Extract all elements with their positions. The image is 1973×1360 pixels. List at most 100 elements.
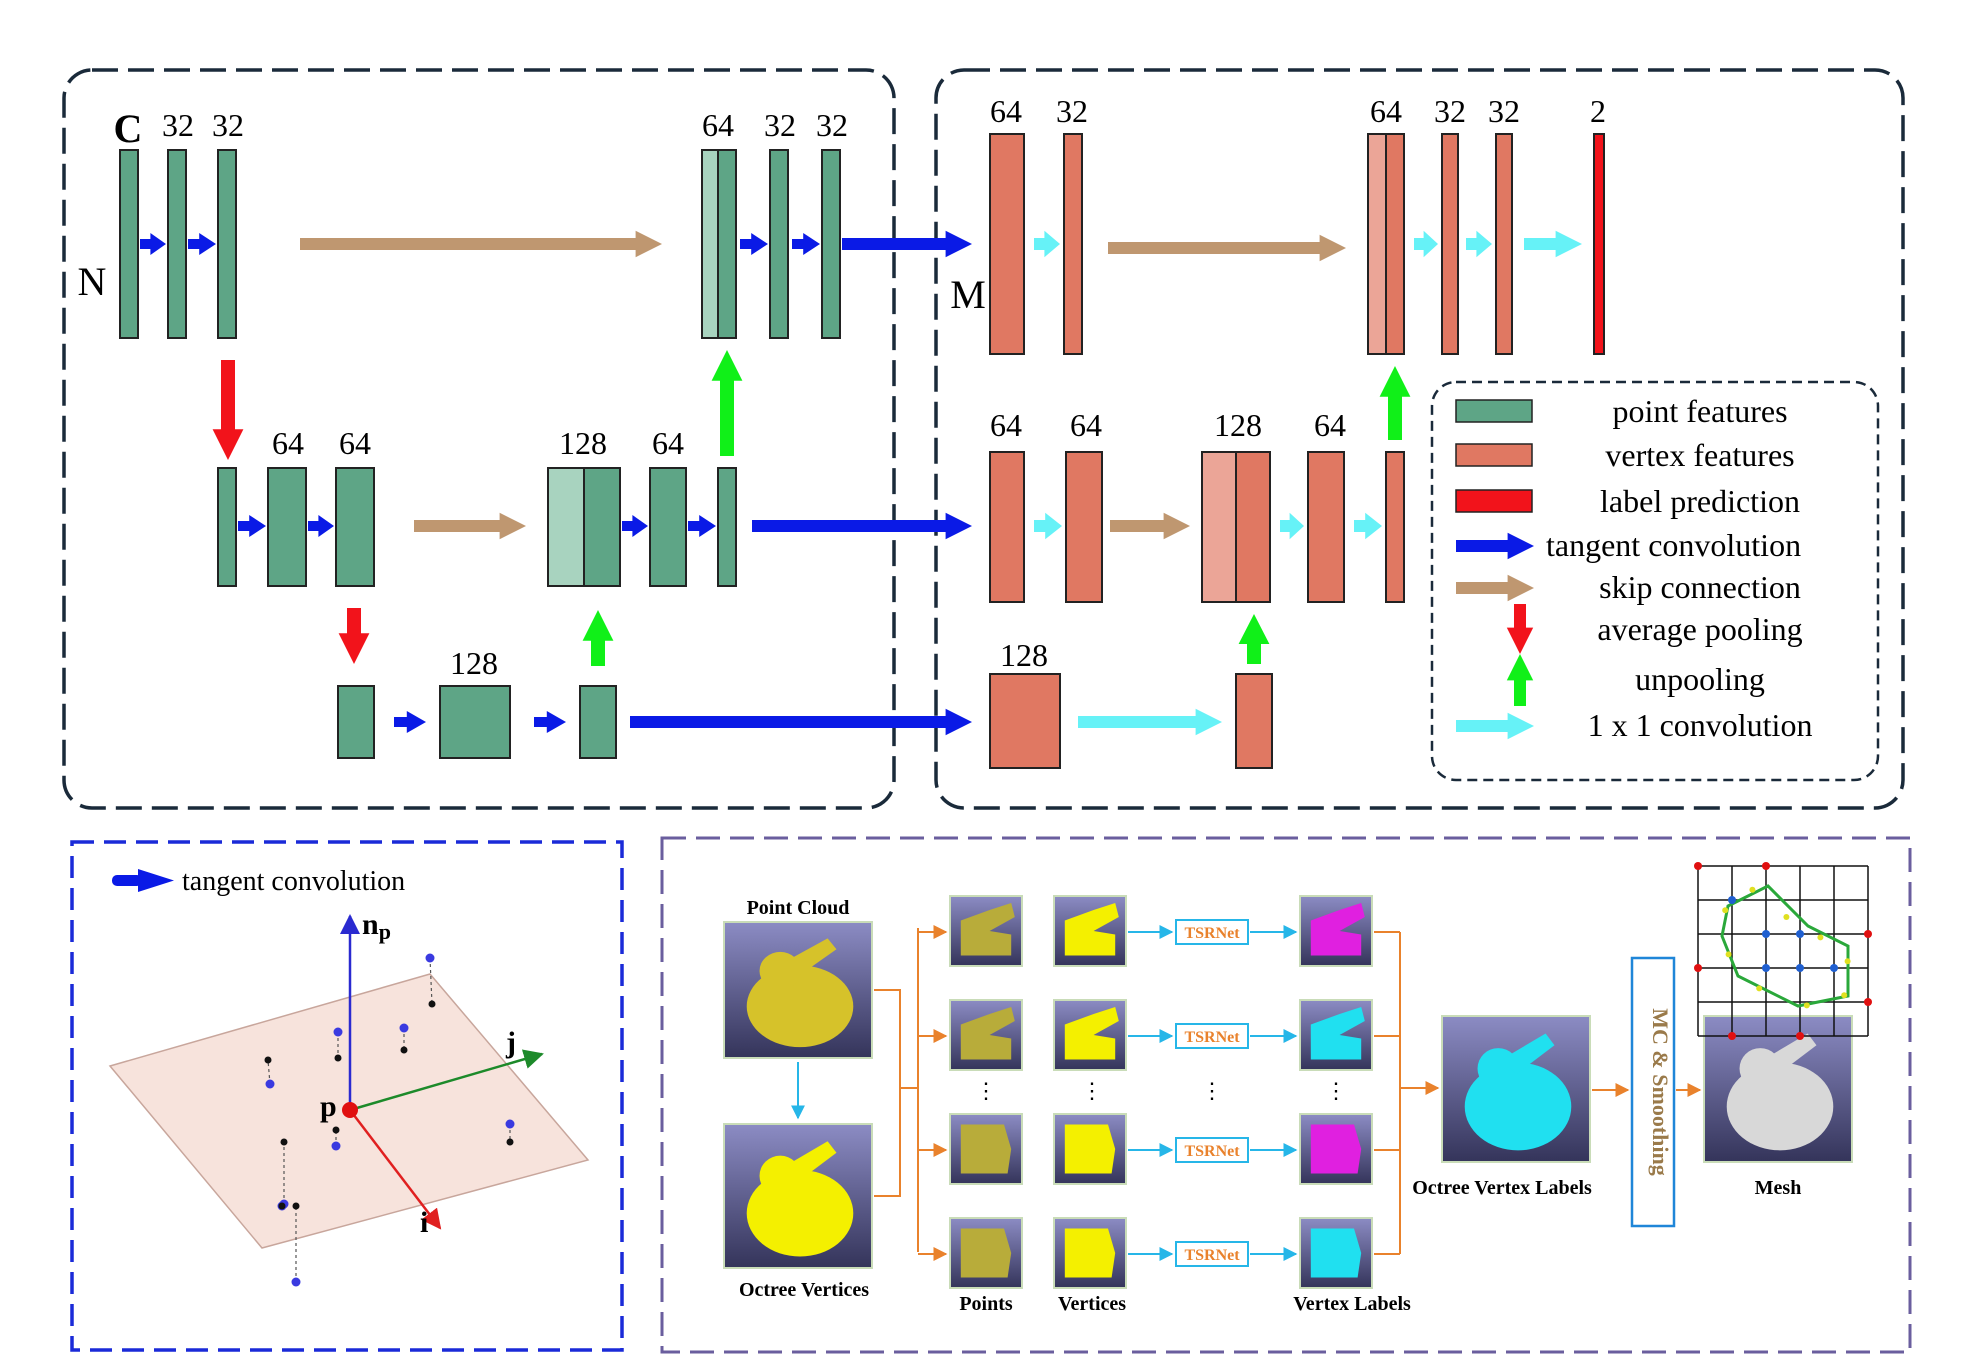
legend-item: point features [1455,393,1788,429]
tsrnet-box: TSRNet [1175,1023,1249,1049]
legend-item: skip connection [1456,569,1801,605]
sample-point [331,1126,341,1151]
onebyone-conv-arrow [1466,230,1492,258]
sample-point [277,1201,287,1211]
vertices-thumb [1053,895,1127,967]
skip-connection-arrow [300,230,662,258]
tangent-conv-arrow [140,233,166,255]
surface-point [1722,907,1729,914]
octree-vertices-thumb [723,1123,873,1269]
point-feature-block [167,149,187,339]
vertices-thumb [1053,1217,1127,1289]
point-feature-block [335,467,375,587]
channel-label: 64 [1070,407,1102,443]
feature-blocks [119,133,1605,769]
legend-label: label prediction [1600,483,1800,519]
ellipsis: ⋮ [1325,1078,1347,1103]
channel-label: 128 [1000,637,1048,673]
onebyone-conv-arrow [1354,512,1382,540]
average-pooling-arrow [212,360,244,460]
channel-label: 64 [652,425,684,461]
vertices-thumb [1053,999,1127,1071]
grid-vertex [1728,1032,1736,1040]
tangent-conv-arrow [238,515,266,537]
channel-label: 32 [764,107,796,143]
point-projection [332,1126,340,1134]
vertex-feature-block [989,133,1025,355]
point-feature-block [267,467,307,587]
point-feature-block [119,149,139,339]
vertex-feature-block [1235,451,1271,603]
channel-label: 64 [702,107,734,143]
point-projection [264,1056,272,1064]
onebyone-conv-arrow [1280,512,1304,540]
m-size-label: M [950,272,986,317]
legend-label: point features [1612,393,1787,429]
channel-label: 32 [212,107,244,143]
grid-vertex [1694,964,1702,972]
tangent-conv-panel: tangent convolution np j i p [70,840,624,1352]
surface-point [1725,951,1732,958]
channel-label: 32 [1488,93,1520,129]
vertex-feature-block [1367,133,1387,355]
pipeline-arrows [791,925,1702,1261]
channel-label: 128 [450,645,498,681]
tangent-conv-arrow [630,708,972,736]
unpooling-arrow [711,350,743,456]
tangent-conv-arrow [842,230,972,258]
vertex-labels-thumb [1299,999,1373,1071]
vertex-labels-thumb [1299,1113,1373,1185]
onebyone-conv-arrow [1078,708,1222,736]
unpooling-arrow [582,610,614,666]
grid-vertex [1796,964,1804,972]
pipeline-panel-frame [660,836,1912,1354]
grid-vertex [1762,930,1770,938]
points-thumb [949,1217,1023,1289]
point-feature-block [583,467,621,587]
tangent-legend-arrow [112,869,174,892]
average-pooling-arrow [338,608,370,664]
tsrnet-box: TSRNet [1175,919,1249,945]
legend-label: skip connection [1599,569,1801,605]
point-path-frame [62,68,896,810]
channel-label: 128 [1214,407,1262,443]
surface-point [1817,934,1824,941]
point-feature-block [717,467,737,587]
octree-vertex-labels-label: Octree Vertex Labels [1412,1177,1592,1199]
sample-point [425,953,436,1008]
channel-label: 2 [1590,93,1606,129]
point-blue [291,1277,301,1287]
point-blue [425,953,435,963]
surface-point [1756,985,1763,992]
legend-item: unpooling [1506,654,1765,706]
legend-arrow [1456,574,1534,602]
legend-arrow [1456,532,1534,560]
point-feature-block [717,149,737,339]
sample-point [505,1119,515,1146]
axis-n-label: np [362,908,391,944]
point-projection [400,1046,408,1054]
surface-point [1783,914,1790,920]
tangent-conv-arrow [792,233,820,255]
flow-line [874,1088,901,1197]
marching-cubes-grid [1694,862,1872,1040]
point-feature-block [217,467,237,587]
point-feature-block [579,685,617,759]
ellipsis: ⋮ [975,1078,997,1103]
grid-vertex [1796,930,1804,938]
tsrnet-label: TSRNet [1184,1247,1240,1264]
point-blue [333,1027,343,1037]
ellipsis: ⋮ [1201,1078,1223,1103]
mc-smoothing-label: MC & Smoothing [1648,1008,1673,1175]
vertices-thumb [1053,1113,1127,1185]
channel-label: 32 [1056,93,1088,129]
legend-label: 1 x 1 convolution [1588,707,1813,743]
point-projection [506,1138,514,1146]
surface-point [1841,992,1848,999]
points-thumb [949,999,1023,1071]
onebyone-conv-arrow [1034,230,1060,258]
center-point-p [342,1102,358,1118]
surface-point [1749,886,1756,893]
vertex-labels-thumb [1299,1217,1373,1289]
projected-points [264,953,515,1287]
